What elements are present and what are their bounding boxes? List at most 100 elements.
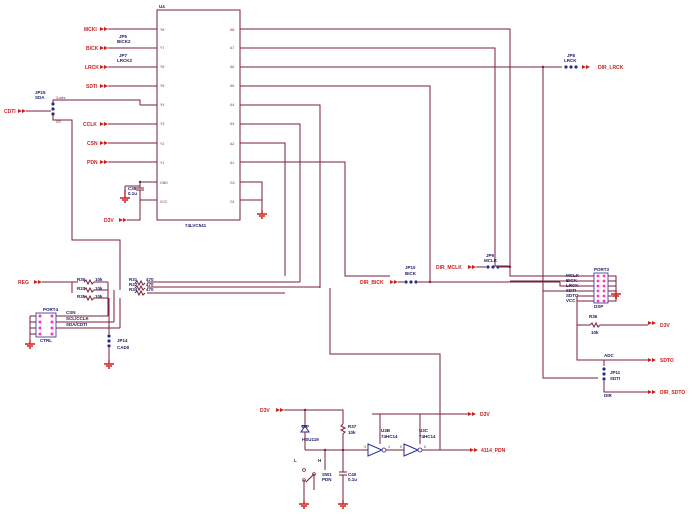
cap-c40: C40 0.1u [338,450,357,509]
ic-enable-gnd [257,181,267,219]
net-bick: BICK [86,46,99,52]
jp7-ref: JP7 [119,53,128,58]
net-csn: CSN [87,141,98,147]
net-dir-mclk: DIR_MCLK [436,265,462,271]
jp8-name: LRCK [564,58,577,63]
ic-pin-g1: G1 [230,200,235,204]
r32-value: 470 [146,282,154,287]
port4-pin-scl: SCL/CCLK [66,316,89,321]
resistor-array: R30 10k R33 10k R35 10k R31 470 R32 470 … [77,277,320,328]
jp8-ref: JP8 [567,53,576,58]
ic-pin-y4: Y4 [160,103,164,107]
u3b-pin-in: 3 [364,445,366,449]
inverter-u3b: U3B 74HC14 3 4 [364,428,398,457]
ic-pin-y5: Y5 [160,84,164,88]
jp9-ref: JP9 [486,253,495,258]
port4-ref: PORT4 [43,307,59,312]
u3c-ref: U3C [419,428,429,433]
jp11-name: SDTI [610,376,620,381]
u3b-ref: U3B [381,428,391,433]
ic-u4: U4 74LVC541 Y8 Y7 Y6 Y5 Y4 Y3 Y2 Y1 GND … [140,4,258,228]
r35-ref: R35 [77,294,86,299]
resistor-r36: R36 10k [576,296,648,335]
r31-value: 470 [146,277,154,282]
jumper-jp5[interactable]: JP5 BICK2 [117,34,131,44]
r31-ref: R31 [129,277,138,282]
connector-port3[interactable]: MCLK BICK LRCK SDTI SDTO VCC PORT3 DSP [509,267,621,309]
adc-label: ADC [604,353,614,358]
net-reg: REG [18,280,29,286]
u3c-pin-in: 5 [400,445,402,449]
port3-ref: PORT3 [594,267,610,272]
jumper-jp11[interactable]: JP11 SDTI [602,367,621,381]
port3-pin-vcc: VCC [566,298,576,303]
r33-ref: R33 [77,286,86,291]
sw1-name: PDN [322,477,332,482]
d2-ref: D2 [302,424,308,429]
port4-pin-sda: SDA/CDTI [66,322,87,327]
u3c-pin-out: 6 [424,445,426,449]
jumper-jp14[interactable]: JP14 CAD0 [104,298,130,369]
net-4114-pdn: 4114_PDN [481,448,506,454]
net-d3v-top: D3V [104,218,114,224]
jp15-name: SDA [35,95,45,100]
r30-value: 10k [95,277,103,282]
jp7-name: LRCK2 [117,58,132,63]
net-d3v-u3: D3V [480,412,490,418]
jumper-jp9[interactable]: JP9 MCLK [484,253,500,269]
ic-pin-y6: Y6 [160,65,164,69]
port4-pin-csn: CSN [66,310,76,315]
net-d3v-r36: D3V [660,323,670,329]
ic-pin-a7: A7 [230,46,234,50]
sw1-opt-l: L [294,458,297,463]
net-d3v-pdn: D3V [260,408,270,414]
c39-value: 0.1u [128,191,137,196]
net-cclk: CCLK [83,122,97,128]
net-pdn: PDN [87,160,98,166]
net-dir-sdto: DIR_SDTO [660,390,685,396]
left-net-labels: MCKI BICK LRCK SDTI CCLK CSN PDN D3V [83,27,141,224]
ic-pin-y1: Y1 [160,161,164,165]
ic-pin-y3: Y3 [160,122,164,126]
u3b-pin-out: 4 [388,445,390,449]
connector-port4[interactable]: PORT4 CSN SCL/CCLK SDA/CDTI CTRL [25,307,120,349]
r34-value: 470 [146,287,154,292]
d2-part: HSU119 [302,437,319,442]
jp15-opt-i2c: I2C [56,120,62,124]
sw1-opt-h: H [318,458,321,463]
ic-pin-a1: A1 [230,161,234,165]
jp10-ref: JP10 [405,265,416,270]
jp14-name: CAD0 [117,345,130,350]
r37-ref: R37 [348,424,357,429]
r36-value: 10k [591,330,599,335]
net-sdti: SDTI [86,84,98,90]
r35-value: 10k [95,294,103,299]
net-dir-bick: DIR_BICK [360,280,384,286]
r36-ref: R36 [589,314,598,319]
net-lrck: LRCK [85,65,99,71]
jp10-name: BICK [405,271,417,276]
inverter-u3c: U3C 74HC14 5 6 [400,428,436,457]
ic-u4-part: 74LVC541 [185,223,207,228]
u3b-part: 74HC14 [381,434,398,439]
jumper-jp15[interactable]: JP15 SDA 3-wire I2C [35,90,66,124]
switch-sw1[interactable]: L H SW1 PDN [294,450,332,509]
jumper-jp7[interactable]: JP7 LRCK2 [117,53,132,63]
r32-ref: R32 [129,282,138,287]
r30-ref: R30 [77,277,86,282]
ic-pin-a8: A8 [230,28,234,32]
ic-pin-y8: Y8 [160,28,164,32]
c40-value: 0.1u [348,477,357,482]
r33-value: 10k [95,286,103,291]
jp9-name: MCLK [484,258,498,263]
port3-name: DSP [594,304,603,309]
c39-ref: C39 [128,186,137,191]
ic-pin-vcc: VCC [160,200,168,204]
jumper-jp10[interactable]: JP10 BICK [404,265,418,284]
ic-pin-a5: A5 [230,84,234,88]
ic-pin-a6: A6 [230,65,234,69]
net-cdti: CDTI [4,109,16,115]
port3-pin-sdto: SDTO [566,293,579,298]
jumper-jp8[interactable]: JP8 LRCK [564,53,578,69]
